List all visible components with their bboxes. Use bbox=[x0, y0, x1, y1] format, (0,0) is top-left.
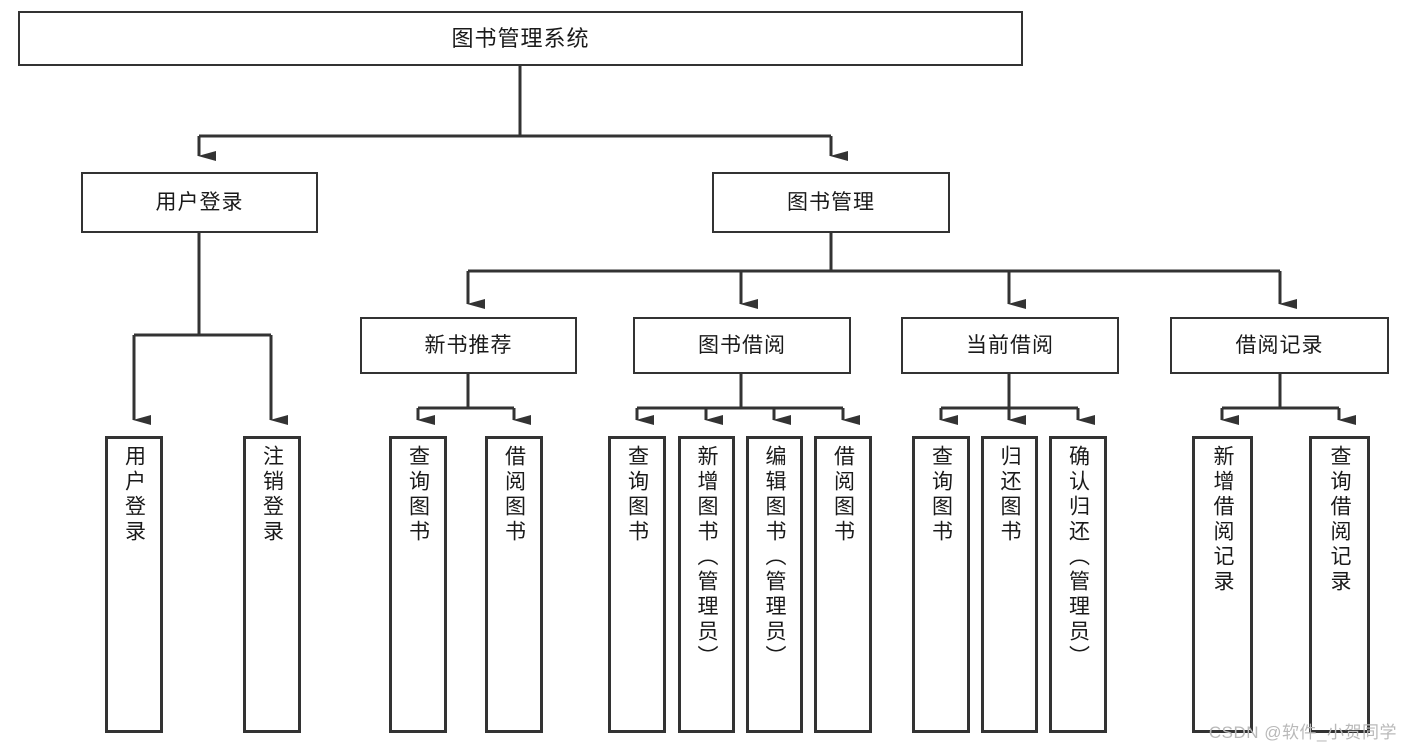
node-borrow-record[interactable]: 借阅记录 bbox=[1170, 317, 1389, 374]
leaf-user-login-login[interactable]: 用户登录 bbox=[105, 436, 163, 733]
leaf-book-borrow-edit[interactable]: 编辑图书（管理员） bbox=[746, 436, 803, 733]
leaf-current-borrow-confirm[interactable]: 确认归还（管理员） bbox=[1049, 436, 1107, 733]
leaf-new-book-query-label: 查询图书 bbox=[406, 445, 430, 545]
node-current-borrow[interactable]: 当前借阅 bbox=[901, 317, 1119, 374]
leaf-borrow-record-add[interactable]: 新增借阅记录 bbox=[1192, 436, 1253, 733]
leaf-user-login-logout[interactable]: 注销登录 bbox=[243, 436, 301, 733]
leaf-book-borrow-edit-label: 编辑图书（管理员） bbox=[763, 445, 786, 670]
leaf-new-book-borrow-label: 借阅图书 bbox=[502, 445, 526, 545]
leaf-book-borrow-query[interactable]: 查询图书 bbox=[608, 436, 666, 733]
leaf-new-book-borrow[interactable]: 借阅图书 bbox=[485, 436, 543, 733]
node-root-label: 图书管理系统 bbox=[451, 25, 590, 51]
node-new-book-recommend[interactable]: 新书推荐 bbox=[360, 317, 577, 374]
leaf-user-login-login-label: 用户登录 bbox=[122, 445, 146, 545]
node-root-book-management-system[interactable]: 图书管理系统 bbox=[18, 11, 1023, 66]
leaf-current-borrow-query-label: 查询图书 bbox=[929, 445, 953, 545]
leaf-borrow-record-query[interactable]: 查询借阅记录 bbox=[1309, 436, 1370, 733]
leaf-borrow-record-add-label: 新增借阅记录 bbox=[1211, 445, 1234, 595]
leaf-current-borrow-return[interactable]: 归还图书 bbox=[981, 436, 1038, 733]
node-user-login[interactable]: 用户登录 bbox=[81, 172, 318, 233]
node-user-login-label: 用户登录 bbox=[155, 191, 244, 214]
node-current-borrow-label: 当前借阅 bbox=[966, 334, 1054, 357]
leaf-user-login-logout-label: 注销登录 bbox=[260, 445, 284, 545]
leaf-current-borrow-confirm-label: 确认归还（管理员） bbox=[1066, 445, 1090, 670]
leaf-book-borrow-borrow-label: 借阅图书 bbox=[831, 445, 855, 545]
node-book-borrow-label: 图书借阅 bbox=[698, 334, 786, 357]
leaf-borrow-record-query-label: 查询借阅记录 bbox=[1328, 445, 1351, 595]
node-book-management[interactable]: 图书管理 bbox=[712, 172, 950, 233]
node-new-book-recommend-label: 新书推荐 bbox=[424, 334, 513, 357]
node-book-management-label: 图书管理 bbox=[787, 191, 875, 214]
leaf-current-borrow-query[interactable]: 查询图书 bbox=[912, 436, 970, 733]
leaf-book-borrow-borrow[interactable]: 借阅图书 bbox=[814, 436, 872, 733]
node-borrow-record-label: 借阅记录 bbox=[1235, 334, 1324, 357]
leaf-new-book-query[interactable]: 查询图书 bbox=[389, 436, 447, 733]
leaf-current-borrow-return-label: 归还图书 bbox=[998, 445, 1021, 545]
leaf-book-borrow-add-label: 新增图书（管理员） bbox=[695, 445, 718, 670]
leaf-book-borrow-add[interactable]: 新增图书（管理员） bbox=[678, 436, 735, 733]
csdn-watermark: CSDN @软件_小贺同学 bbox=[1208, 723, 1397, 742]
node-book-borrow[interactable]: 图书借阅 bbox=[633, 317, 851, 374]
leaf-book-borrow-query-label: 查询图书 bbox=[625, 445, 649, 545]
